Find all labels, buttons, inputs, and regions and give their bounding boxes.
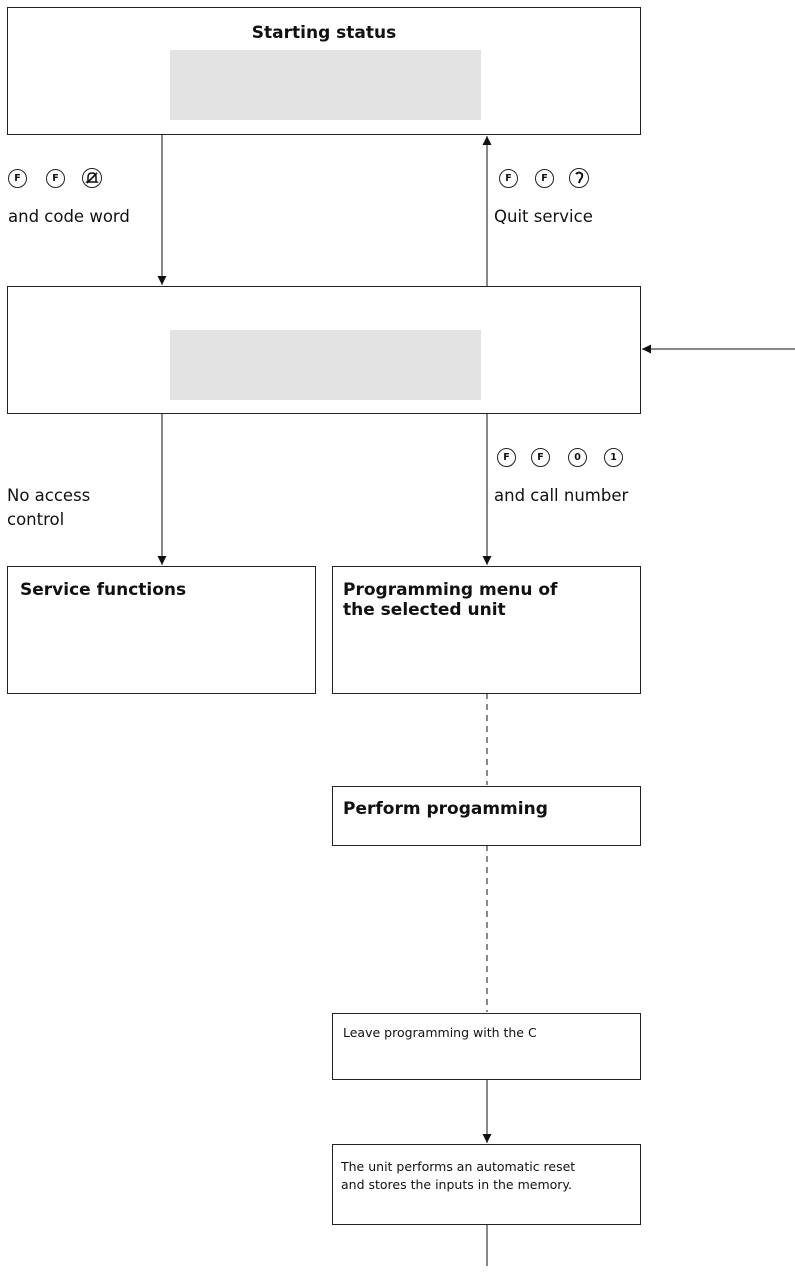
- key-f-2: F: [46, 169, 65, 188]
- label-no-access: No access control: [7, 484, 90, 532]
- key-f-5: F: [497, 448, 516, 467]
- key-f-4: F: [535, 169, 554, 188]
- starting-status-box: Starting status: [7, 7, 641, 135]
- label-no-access-line2: control: [7, 510, 65, 529]
- display-service: [170, 330, 481, 400]
- perform-programming-title: Perform progamming: [343, 799, 548, 819]
- perform-programming-box: Perform progamming: [332, 786, 641, 846]
- leave-programming-text: Leave programming with the C: [343, 1025, 537, 1040]
- service-functions-title: Service functions: [20, 580, 187, 600]
- auto-reset-line1: The unit performs an automatic reset: [341, 1159, 576, 1174]
- programming-menu-title: Programming menu of the selected unit: [343, 580, 557, 620]
- label-call-number: and call number: [494, 486, 629, 505]
- starting-status-title: Starting status: [251, 23, 397, 43]
- auto-reset-box: The unit performs an automatic reset and…: [332, 1144, 641, 1225]
- bell-key: [82, 168, 102, 188]
- auto-reset-text: The unit performs an automatic reset and…: [341, 1158, 575, 1194]
- service-functions-box: Service functions: [7, 566, 316, 694]
- key-f-1: F: [8, 169, 27, 188]
- label-code-word: and code word: [8, 207, 130, 226]
- leave-programming-box: Leave programming with the C: [332, 1013, 641, 1080]
- label-quit-service: Quit service: [494, 207, 593, 226]
- handset-key: [569, 168, 589, 188]
- display-starting: [170, 50, 481, 120]
- label-no-access-line1: No access: [7, 486, 91, 505]
- key-0: 0: [568, 448, 587, 467]
- handset-icon: [575, 171, 584, 184]
- service-mode-box: [7, 286, 641, 414]
- auto-reset-line2: and stores the inputs in the memory.: [341, 1177, 572, 1192]
- programming-menu-line2: the selected unit: [343, 600, 506, 620]
- key-f-6: F: [531, 448, 550, 467]
- key-f-3: F: [499, 169, 518, 188]
- key-1: 1: [604, 448, 623, 467]
- programming-menu-line1: Programming menu of: [343, 580, 558, 600]
- programming-menu-box: Programming menu of the selected unit: [332, 566, 641, 694]
- bell-icon: [85, 172, 99, 184]
